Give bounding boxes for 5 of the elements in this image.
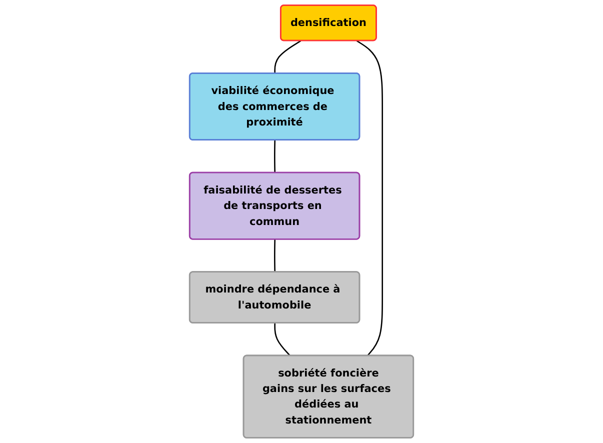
- connector: [274, 140, 276, 173]
- connector: [274, 239, 276, 272]
- connector: [356, 40, 383, 356]
- connector: [274, 40, 302, 74]
- connector: [274, 323, 291, 356]
